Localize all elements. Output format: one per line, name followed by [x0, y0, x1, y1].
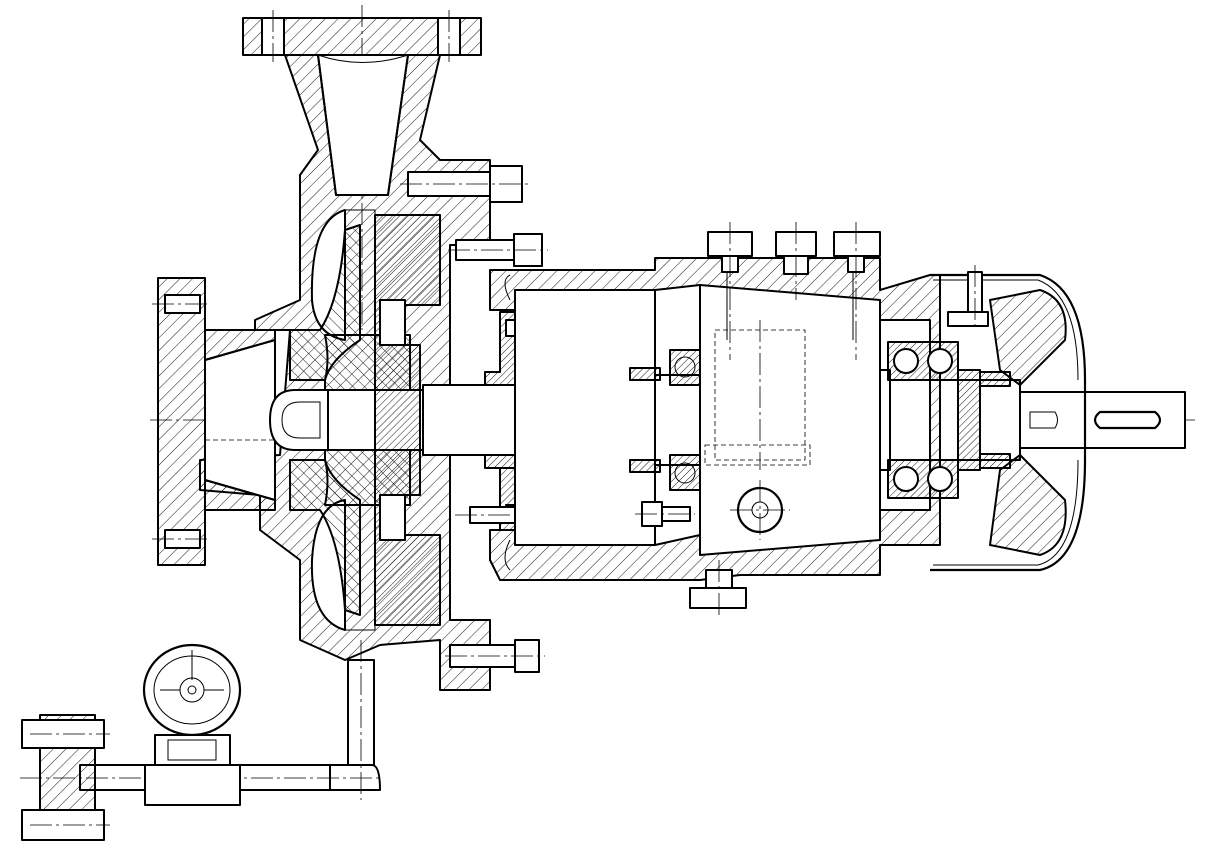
oil-level-sight: [730, 480, 790, 540]
casing-bolt-top: [400, 165, 530, 203]
flushing-valve: [142, 643, 242, 806]
fan-cover-screw: [947, 265, 989, 330]
impeller-nut: [269, 389, 329, 451]
fan-cover: [930, 273, 1087, 572]
suction-flange: [152, 277, 276, 566]
housing-bolt-1: [707, 222, 753, 360]
ball-bearing-rear: [887, 341, 1011, 499]
flushing-flange: [21, 714, 110, 841]
casing-cover: [374, 214, 441, 626]
ball-bearing-front: [629, 349, 701, 491]
casing-bolt-bottom: [445, 639, 545, 673]
discharge-flange: [242, 10, 482, 196]
bearing-cover-bolt: [635, 501, 695, 527]
oil-filler-plug: [775, 222, 817, 300]
oil-ring: [704, 320, 811, 470]
shaft-key: [1029, 410, 1162, 430]
bearing-housing: [489, 257, 941, 581]
housing-bolt-2: [833, 222, 881, 360]
drain-plug: [689, 560, 747, 615]
casing-bolt-mid: [448, 233, 548, 267]
